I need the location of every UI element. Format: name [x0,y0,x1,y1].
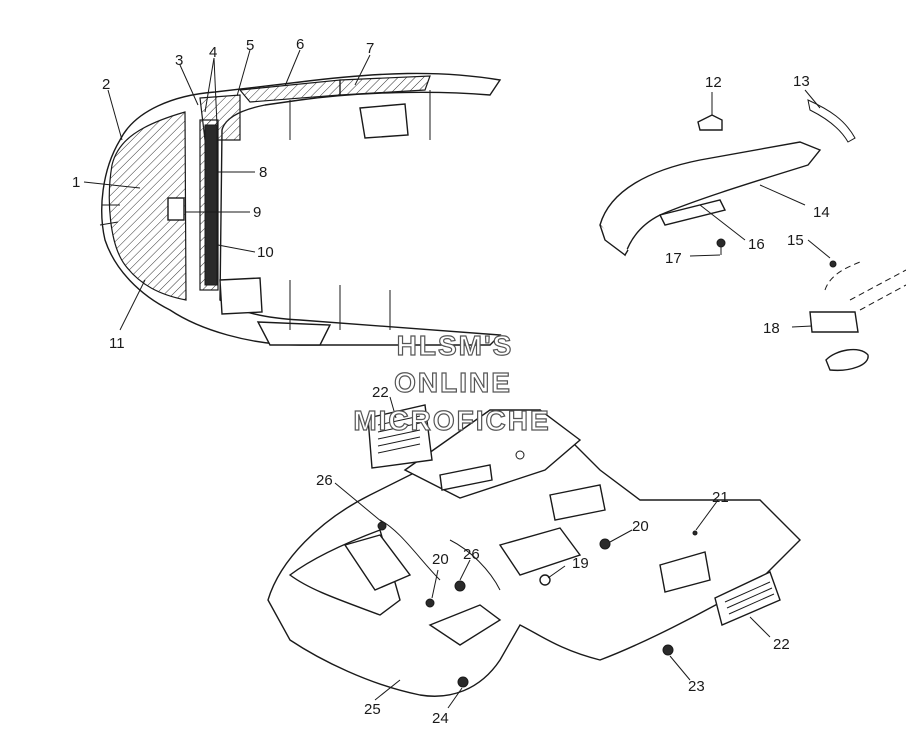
callout-13: 13 [793,73,810,90]
belly-pan-assembly [267,404,801,697]
callout-24: 24 [432,710,449,727]
watermark-line-3: MICROFICHE [353,405,550,436]
callout-20-left: 20 [432,551,449,568]
decal [167,197,185,221]
vent-22-upper [367,404,433,469]
callout-labels: 1 2 3 4 5 6 7 8 9 10 11 12 13 14 15 16 1… [72,36,830,727]
watermark-line-1: HLSM'S [397,330,514,361]
callout-1: 1 [72,174,80,191]
callout-21: 21 [712,489,729,506]
callout-20-right: 20 [632,518,649,535]
callout-26-right: 26 [463,546,480,563]
plug-23 [662,644,674,656]
leaders-upper-right [689,89,831,328]
callout-9: 9 [253,204,261,221]
callout-10: 10 [257,244,274,261]
hinge-18 [809,311,859,333]
callout-23: 23 [688,678,705,695]
callout-12: 12 [705,74,722,91]
bracket-13 [807,99,856,143]
leaders-upper-left [83,49,371,331]
callout-11: 11 [109,335,125,352]
callout-14: 14 [813,204,830,221]
callout-7: 7 [366,40,374,57]
callout-2: 2 [102,76,110,93]
callout-22-upper: 22 [372,384,389,401]
callout-26-left: 26 [316,472,333,489]
callout-15: 15 [787,232,804,249]
dash-panel-assembly [599,99,906,372]
callout-5: 5 [246,37,254,54]
callout-4: 4 [209,44,217,61]
callout-22-lower: 22 [773,636,790,653]
dash-panel [599,141,822,257]
watermark-line-2: ONLINE [394,367,512,398]
callout-17: 17 [665,250,682,267]
callout-16: 16 [748,236,765,253]
leaders-lower [334,396,771,709]
hood-insulation-panel [108,111,187,301]
hood-assembly [99,72,502,346]
clip-12 [697,114,723,131]
callout-3: 3 [175,52,183,69]
plug-24 [457,676,469,688]
hood-vent [359,103,409,139]
callout-8: 8 [259,164,267,181]
callout-25: 25 [364,701,381,718]
callout-18: 18 [763,320,780,337]
callout-19: 19 [572,555,589,572]
watermark: HLSM'S ONLINE MICROFICHE [353,329,550,436]
callout-6: 6 [296,36,304,53]
